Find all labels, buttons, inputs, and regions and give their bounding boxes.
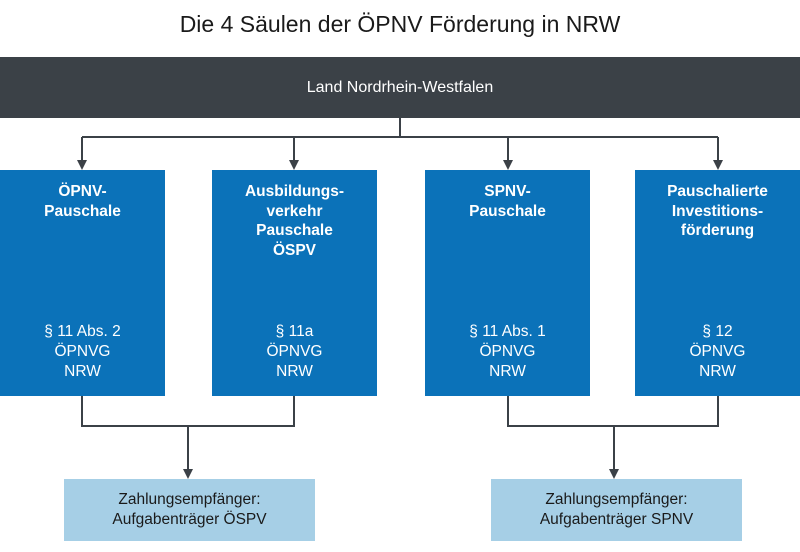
- pillar-title-line: Pauschale: [469, 202, 546, 220]
- pillar-title: Pauschalierte Investitions- förderung: [635, 182, 800, 241]
- pillar-title-line: Pauschalierte: [667, 183, 768, 200]
- pillar-title: ÖPNV- Pauschale: [0, 182, 165, 221]
- pillar-title-line: ÖSPV: [272, 241, 317, 259]
- pillar-law-line: § 11 Abs. 2: [44, 323, 121, 340]
- pillar-law-line: ÖPNVG: [54, 343, 111, 360]
- pillar-title-line: Investitions-: [671, 202, 764, 220]
- pillar-spnv-pauschale: SPNV- Pauschale § 11 Abs. 1 ÖPNVG NRW: [425, 170, 590, 396]
- pillar-legal-basis: § 11 Abs. 1 ÖPNVG NRW: [425, 322, 590, 382]
- pillar-law-line: § 11a: [275, 323, 314, 340]
- pillar-law-line: § 11 Abs. 1: [469, 323, 546, 340]
- pillar-title-line: ÖPNV-: [58, 183, 107, 200]
- recipient-spnv: Zahlungsempfänger: Aufgabenträger SPNV: [491, 479, 742, 541]
- pillar-law-line: ÖPNVG: [266, 343, 323, 360]
- connector-left-bracket: [81, 396, 295, 427]
- pillar-legal-basis: § 11 Abs. 2 ÖPNVG NRW: [0, 322, 165, 382]
- pillar-title: Ausbildungs- verkehr Pauschale ÖSPV: [212, 182, 377, 260]
- pillar-ausbildungsverkehr-pauschale: Ausbildungs- verkehr Pauschale ÖSPV § 11…: [212, 170, 377, 396]
- pillar-title-line: SPNV-: [484, 183, 531, 200]
- pillar-law-line: NRW: [64, 363, 101, 380]
- pillar-law-line: NRW: [489, 363, 526, 380]
- pillar-oepnv-pauschale: ÖPNV- Pauschale § 11 Abs. 2 ÖPNVG NRW: [0, 170, 165, 396]
- recipient-line: Aufgabenträger SPNV: [539, 511, 694, 528]
- pillar-title-line: Ausbildungs-: [244, 183, 345, 200]
- recipient-line: Aufgabenträger ÖSPV: [112, 511, 267, 528]
- pillar-title-line: Pauschale: [256, 222, 333, 239]
- recipient-oespv: Zahlungsempfänger: Aufgabenträger ÖSPV: [64, 479, 315, 541]
- pillar-law-line: ÖPNVG: [689, 343, 746, 360]
- pillar-law-line: ÖPNVG: [479, 343, 536, 360]
- source-banner: Land Nordrhein-Westfalen: [0, 57, 800, 118]
- pillar-title: SPNV- Pauschale: [425, 182, 590, 221]
- pillar-title-line: Pauschale: [44, 202, 121, 220]
- pillar-law-line: NRW: [699, 363, 736, 380]
- connector-right-bracket: [507, 396, 719, 427]
- pillar-title-line: verkehr: [266, 202, 323, 220]
- pillar-title-line: förderung: [680, 222, 755, 239]
- recipient-line: Zahlungsempfänger:: [118, 491, 261, 508]
- pillar-law-line: § 12: [702, 323, 733, 340]
- diagram-title: Die 4 Säulen der ÖPNV Förderung in NRW: [179, 11, 621, 37]
- source-label: Land Nordrhein-Westfalen: [306, 78, 494, 96]
- pillar-legal-basis: § 12 ÖPNVG NRW: [635, 322, 800, 382]
- pillar-pauschalierte-investitionsfoerderung: Pauschalierte Investitions- förderung § …: [635, 170, 800, 396]
- pillar-legal-basis: § 11a ÖPNVG NRW: [212, 322, 377, 382]
- pillar-law-line: NRW: [276, 363, 313, 380]
- recipient-line: Zahlungsempfänger:: [545, 491, 688, 508]
